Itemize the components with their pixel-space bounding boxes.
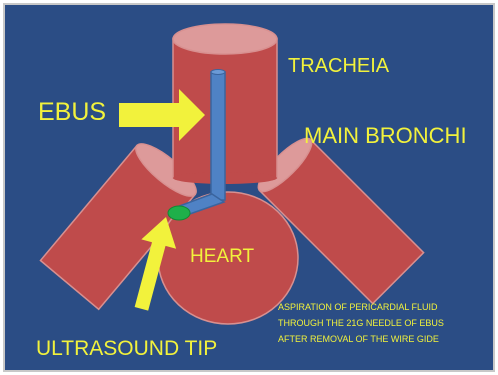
main-bronchi-label: MAIN BRONCHI xyxy=(304,123,467,148)
ultrasound-tip xyxy=(168,206,190,220)
ultrasound-tip-label: ULTRASOUND TIP xyxy=(36,337,217,360)
note-line-2: THROUGH THE 21G NEEDLE OF EBUS xyxy=(278,318,444,328)
ebus-label: EBUS xyxy=(38,98,106,126)
note-line-3: AFTER REMOVAL OF THE WIRE GIDE xyxy=(278,334,439,344)
note-line-1: ASPIRATION OF PERICARDIAL FLUID xyxy=(278,302,438,312)
trachea-label: TRACHEIA xyxy=(288,55,390,77)
heart-label: HEART xyxy=(190,246,254,267)
